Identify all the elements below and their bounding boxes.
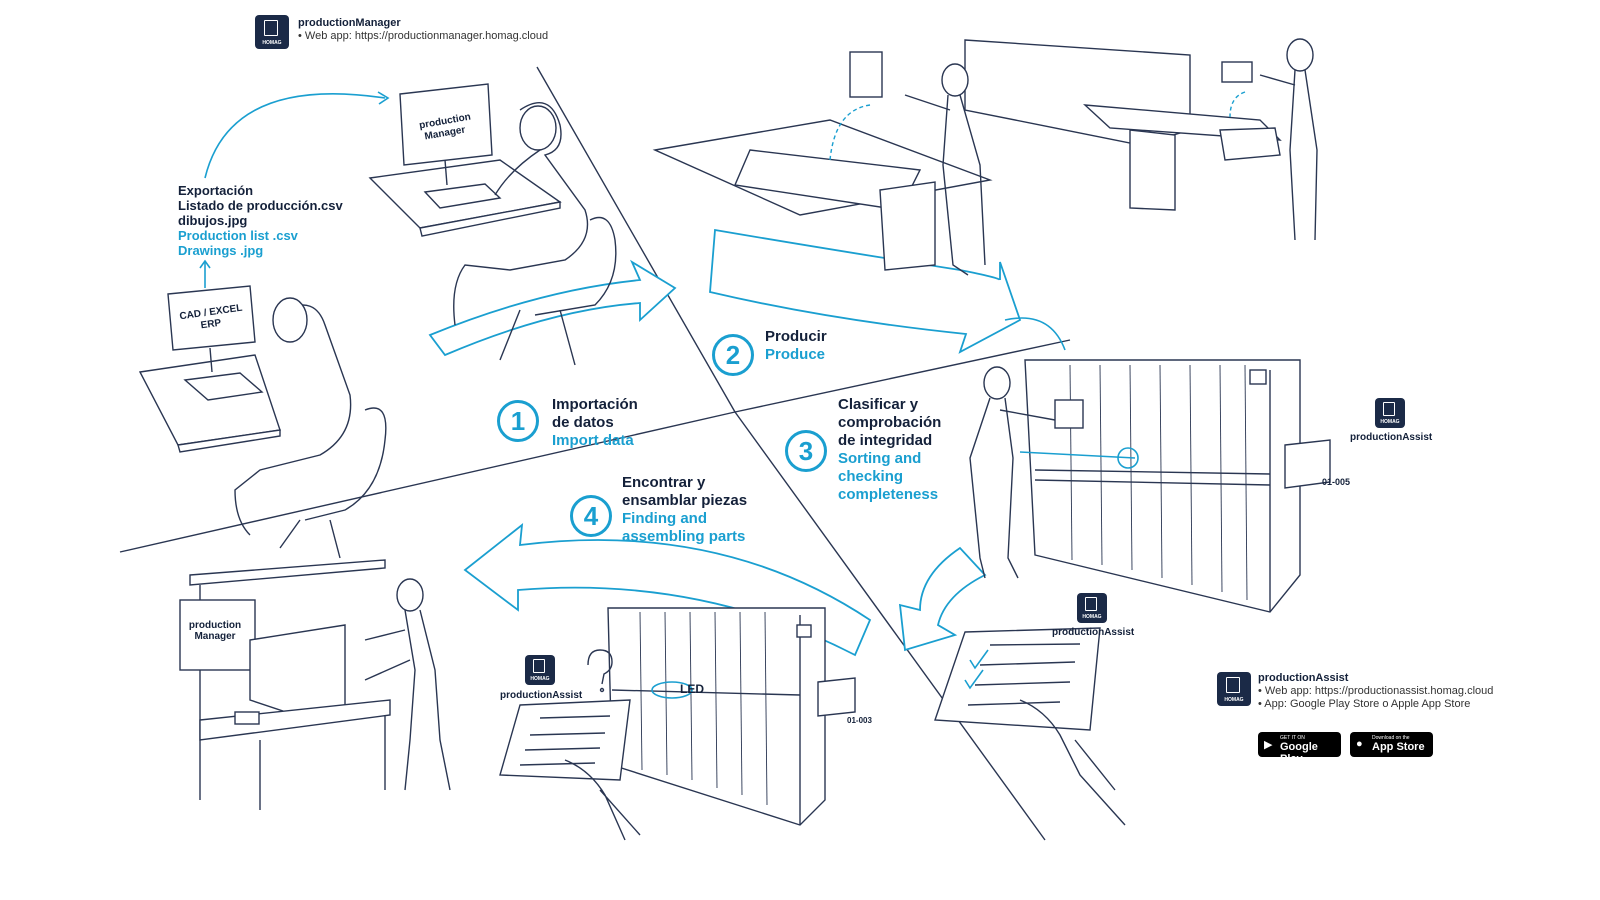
board-label-1: production	[188, 620, 242, 631]
step-4-title-en-2: assembling parts	[622, 528, 746, 545]
google-play-icon: ▶	[1264, 739, 1273, 751]
step-1-number: 1	[497, 400, 539, 442]
production-assist-icon-shelf: HOMAG	[1375, 398, 1405, 428]
sorting-shelf-right	[969, 317, 1331, 613]
quadrant-dividers	[119, 66, 1071, 841]
step-3-title-en-1: Sorting and	[838, 450, 922, 467]
led-label: LED	[680, 682, 704, 696]
step-4-title-es-1: Encontrar y	[622, 474, 706, 491]
sorting-shelf-left	[587, 607, 856, 826]
export-arrow	[204, 93, 386, 179]
export-heading: Exportación	[178, 183, 254, 198]
step-3-title-en-2: checking	[838, 468, 904, 485]
icon-brand-label: HOMAG	[1224, 697, 1244, 703]
production-assist-name: productionAssist	[1258, 672, 1349, 684]
flow-arrow-1	[428, 259, 677, 357]
tablet-left	[499, 699, 641, 841]
production-assist-icon-tablet-right: HOMAG	[1077, 593, 1107, 623]
production-manager-app-icon: HOMAG	[255, 15, 289, 49]
google-play-small: GET IT ON	[1280, 735, 1305, 741]
icon-brand-label: HOMAG	[262, 40, 282, 46]
shelf-tag-right: 01-005	[1322, 477, 1351, 487]
production-assist-label-tablet-left: productionAssist	[500, 690, 583, 701]
production-manager-url: • Web app: https://productionmanager.hom…	[298, 30, 549, 42]
office-desk-bottom	[138, 285, 387, 559]
step-2-title-en: Produce	[765, 346, 826, 363]
panel-saw-machine	[652, 38, 1318, 276]
production-assist-app-icon: HOMAG	[1217, 672, 1251, 706]
step-3-title-es-3: de integridad	[838, 432, 933, 449]
production-manager-name: productionManager	[298, 17, 401, 29]
app-store-small: Download on the	[1372, 735, 1410, 741]
production-assist-stores-text: • App: Google Play Store o Apple App Sto…	[1258, 698, 1471, 710]
flow-arrow-2	[709, 228, 1022, 354]
office-desk-top	[368, 83, 617, 366]
export-csv-en: Production list .csv	[178, 228, 298, 243]
assembly-workbench	[179, 559, 451, 810]
export-csv-es: Listado de producción.csv	[178, 198, 343, 213]
app-store-badge[interactable]: ● Download on the App Store	[1350, 732, 1433, 757]
step-2-number: 2	[712, 334, 754, 376]
step-4-title-es-2: ensamblar piezas	[622, 492, 748, 509]
step-1-title-es-1: Importación	[552, 396, 638, 413]
apple-icon: ●	[1356, 738, 1363, 750]
step-4-title-en-1: Finding and	[622, 510, 707, 527]
export-jpg-es: dibujos.jpg	[178, 213, 248, 228]
step-2-title-es: Producir	[765, 328, 827, 345]
production-assist-label-shelf: productionAssist	[1350, 432, 1433, 443]
flow-arrow-3	[898, 546, 987, 652]
tablet-right	[934, 627, 1126, 826]
google-play-badge[interactable]: ▶ GET IT ON Google Play	[1258, 732, 1341, 765]
icon-brand-label: HOMAG	[530, 676, 550, 682]
shelf-tag-left: 01-003	[847, 716, 872, 725]
step-3-title-es-2: comprobación	[838, 414, 942, 431]
production-assist-url: • Web app: https://productionassist.homa…	[1258, 685, 1494, 697]
icon-brand-label: HOMAG	[1082, 614, 1102, 620]
production-assist-icon-tablet-left: HOMAG	[525, 655, 555, 685]
step-1-title-es-2: de datos	[552, 414, 614, 431]
step-1-title-en: Import data	[552, 432, 634, 449]
export-jpg-en: Drawings .jpg	[178, 243, 264, 258]
google-play-big: Google Play	[1280, 741, 1318, 765]
icon-brand-label: HOMAG	[1380, 419, 1400, 425]
step-3-number: 3	[785, 430, 827, 472]
step-3-title-en-3: completeness	[838, 486, 939, 503]
production-assist-label-tablet-right: productionAssist	[1052, 627, 1135, 638]
step-3-title-es-1: Clasificar y	[838, 396, 919, 413]
board-label-2: Manager	[194, 631, 236, 642]
step-4-number: 4	[570, 495, 612, 537]
app-store-big: App Store	[1372, 741, 1425, 753]
